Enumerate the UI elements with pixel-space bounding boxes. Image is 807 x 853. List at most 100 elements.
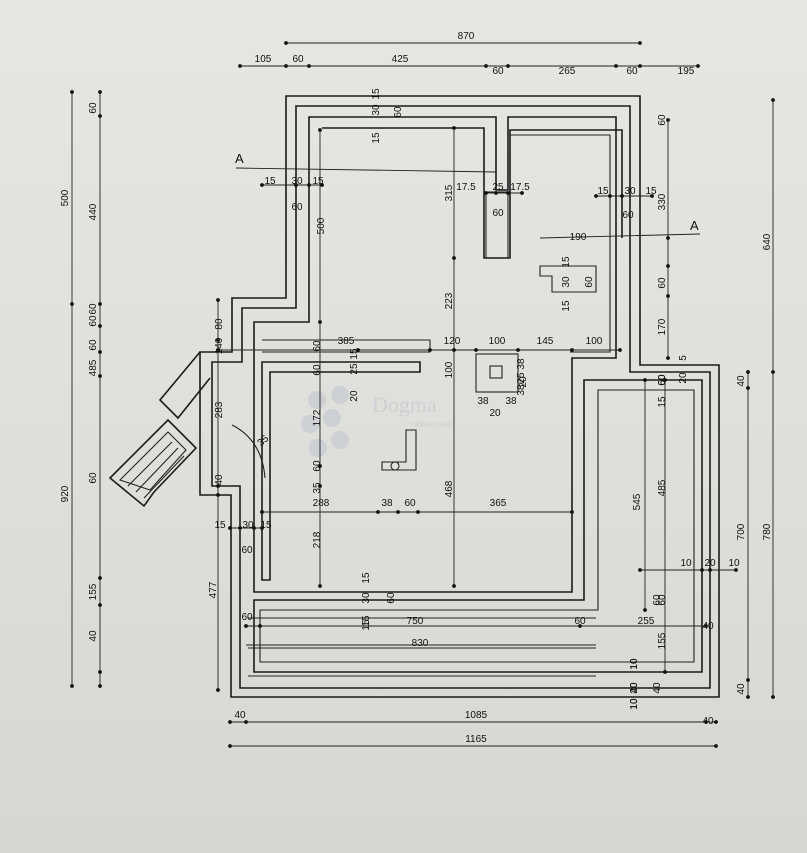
dimension-tick-icon [746, 370, 750, 374]
interior-dim: 60 [492, 208, 504, 219]
dimension-tick-icon [666, 118, 670, 122]
interior-dim: 500 [316, 217, 327, 234]
dimension-tick-icon [714, 744, 718, 748]
interior-dim: 15 [597, 186, 609, 197]
dimension-tick-icon [666, 236, 670, 240]
interior-dim: 38 [381, 498, 393, 509]
chimney-flue [489, 365, 503, 379]
dimension-tick-icon [238, 64, 242, 68]
interior-dim: 20 [489, 408, 501, 419]
interior-dim: 145 [537, 336, 554, 347]
interior-dim: 120 [444, 336, 461, 347]
right-inner-dim: 60 [657, 114, 668, 126]
dimension-tick-icon [252, 526, 256, 530]
dimension-tick-icon [734, 568, 738, 572]
dimension-tick-icon [318, 128, 322, 132]
right-mid-dim: 700 [736, 523, 747, 540]
dimension-tick-icon [216, 298, 220, 302]
dimension-tick-icon [238, 526, 242, 530]
interior-dim: 30 [242, 520, 254, 531]
dimension-tick-icon [284, 41, 288, 45]
dimension-tick-icon [318, 464, 322, 468]
dimension-tick-icon [318, 320, 322, 324]
interior-dim: 25 [492, 182, 504, 193]
interior-dim: 20 [678, 372, 689, 384]
top-segment-dim: 60 [492, 66, 504, 77]
interior-dim: 140 [214, 337, 225, 354]
stove [381, 429, 417, 471]
section-mark-right: A [690, 218, 699, 233]
interior-dim: 60 [312, 340, 323, 352]
interior-dim: 218 [312, 531, 323, 548]
section-mark-left: A [235, 151, 244, 166]
section-line [235, 167, 701, 239]
dimension-tick-icon [696, 64, 700, 68]
dimension-tick-icon [516, 348, 520, 352]
interior-dim: 60 [622, 210, 634, 221]
left-inner-dim: 155 [88, 583, 99, 600]
dimension-tick-icon [70, 684, 74, 688]
dimension-tick-icon [638, 64, 642, 68]
right-inner-dim: 10 [629, 658, 640, 670]
dimension-tick-icon [700, 568, 704, 572]
dimension-tick-icon [428, 348, 432, 352]
dimension-tick-icon [307, 64, 311, 68]
interior-dim: 17.5 [510, 182, 530, 193]
interior-dim: 468 [444, 480, 455, 497]
top-overall-dim: 870 [458, 31, 475, 42]
dimension-tick-icon [746, 695, 750, 699]
dimension-tick-icon [396, 510, 400, 514]
dimension-tick-icon [98, 350, 102, 354]
interior-dim: 60 [291, 202, 303, 213]
right-inner-dim: 60 [657, 374, 668, 386]
interior-dim: 60 [386, 592, 397, 604]
interior-dim: 10 [680, 558, 692, 569]
dimension-tick-icon [258, 624, 262, 628]
left-inner-dim: 60 [88, 315, 99, 327]
interior-dim: 172 [312, 409, 323, 426]
right-inner-dim: 60 [657, 594, 668, 606]
interior-dim: 60 [241, 545, 253, 556]
dimension-tick-icon [216, 338, 220, 342]
left-outer-dim: 500 [60, 189, 71, 206]
interior-dim: 30 [561, 276, 572, 288]
interior-dim: 545 [632, 493, 643, 510]
dimension-tick-icon [643, 608, 647, 612]
dimension-tick-icon [520, 191, 524, 195]
top-segment-dim: 265 [559, 66, 576, 77]
dimension-tick-icon [98, 114, 102, 118]
right-inner-dim: 170 [657, 318, 668, 335]
dimension-tick-icon [608, 194, 612, 198]
interior-dim: 60 [657, 374, 668, 386]
dimension-tick-icon [244, 720, 248, 724]
left-inner-dim: 40 [88, 630, 99, 642]
dimension-tick-icon [318, 484, 322, 488]
interior-dim: 60 [404, 498, 416, 509]
interior-dim: 15 [361, 619, 372, 631]
niche [539, 265, 597, 293]
dimension-tick-icon [663, 670, 667, 674]
interior-dim: 15 [214, 520, 226, 531]
interior-dim: 35 [256, 433, 272, 449]
dimension-tick-icon [578, 624, 582, 628]
dimension-tick-icon [506, 64, 510, 68]
interior-dim: 20 [629, 682, 640, 694]
dimension-tick-icon [452, 584, 456, 588]
left-inner-dim: 60 [88, 102, 99, 114]
dimension-tick-icon [260, 183, 264, 187]
interior-dim: 100 [586, 336, 603, 347]
dimension-tick-icon [228, 744, 232, 748]
dimension-tick-icon [570, 348, 574, 352]
dimension-tick-icon [228, 720, 232, 724]
right-mid-dim: 40 [736, 683, 747, 695]
dimension-tick-icon [746, 386, 750, 390]
dimension-tick-icon [98, 90, 102, 94]
top-segment-dim: 60 [626, 66, 638, 77]
interior-dim: 60 [312, 460, 323, 472]
bottom-segment-dim: 40 [234, 710, 246, 721]
watermark-brand: Dogma [372, 392, 437, 417]
interior-dim: 38 [505, 396, 517, 407]
dimension-tick-icon [416, 510, 420, 514]
dimension-tick-icon [284, 64, 288, 68]
interior-dim: 30 [624, 186, 636, 197]
